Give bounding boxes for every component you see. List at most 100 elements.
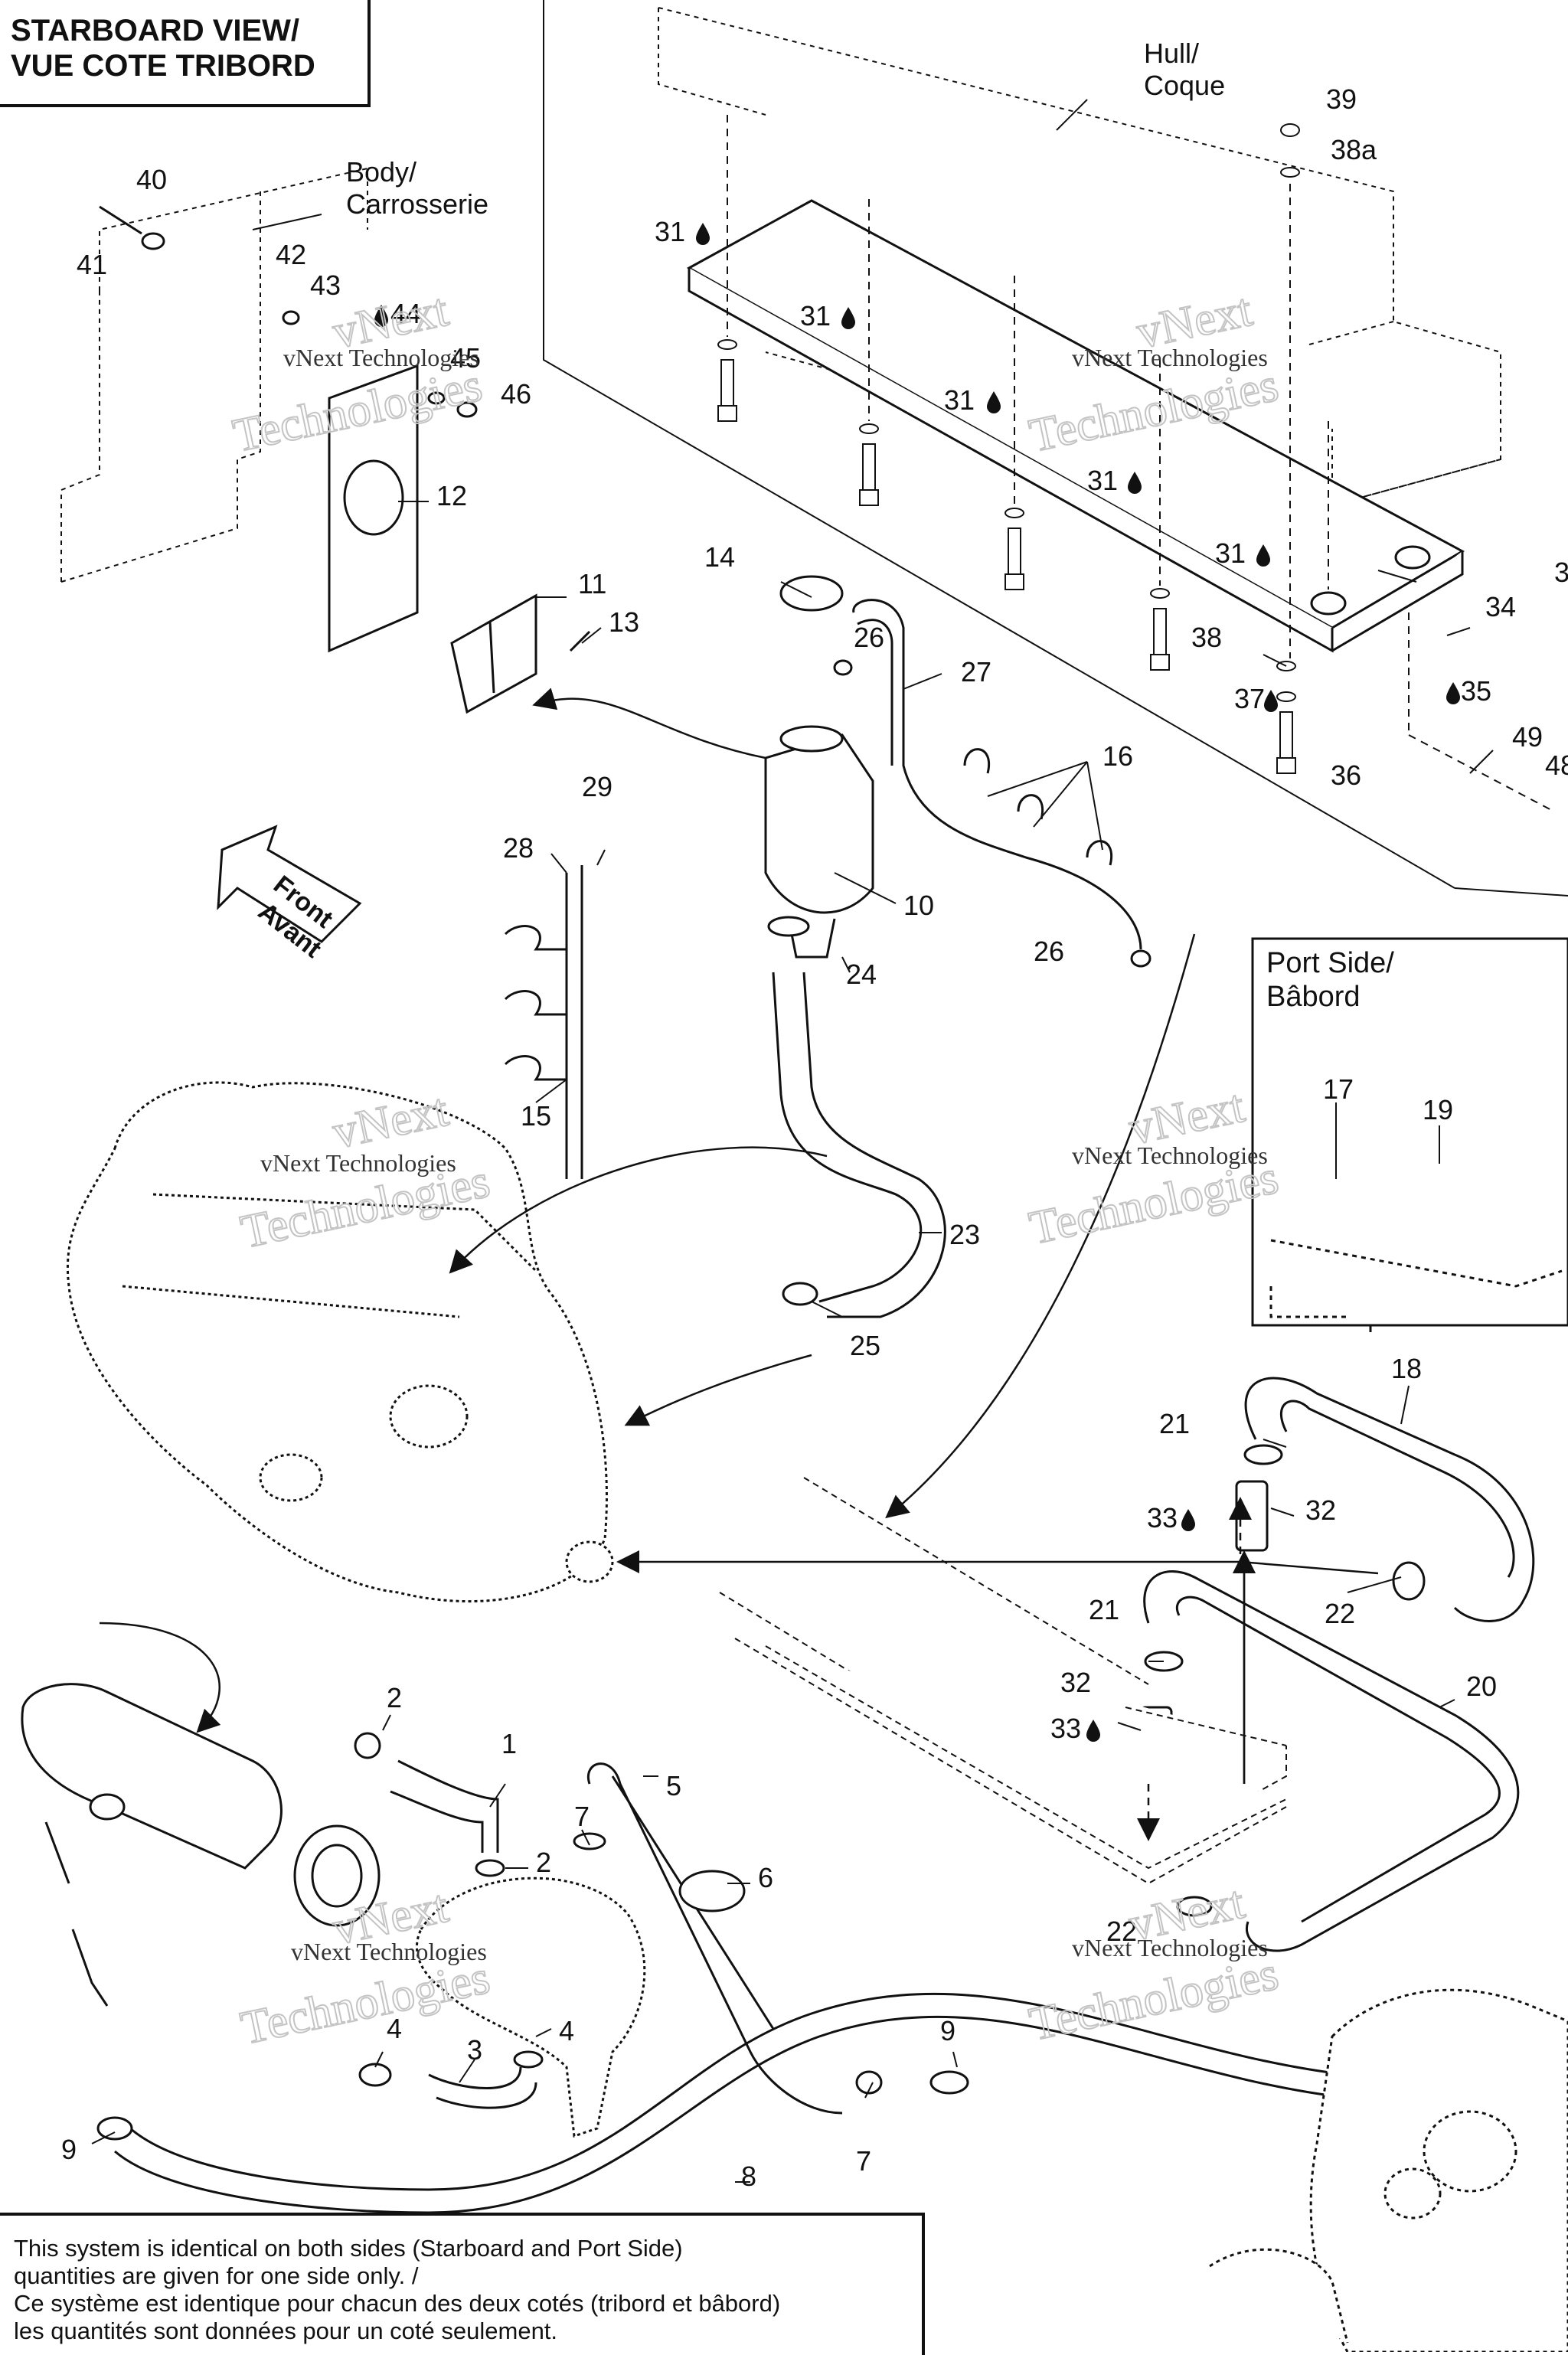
callout-31: 31 — [944, 384, 975, 416]
callout-31: 31 — [1215, 537, 1246, 569]
jet-pump — [1209, 1988, 1568, 2352]
callout-33: 33 — [1147, 1502, 1178, 1534]
callout-31: 31 — [655, 216, 685, 247]
callout-labels: 1 2 2 3 4 4 5 6 7 7 8 9 9 10 11 12 13 14… — [61, 83, 1568, 2192]
callout-19: 19 — [1423, 1094, 1453, 1125]
callout-39: 39 — [1326, 83, 1357, 115]
callout-49: 49 — [1512, 721, 1543, 753]
port-side-label-en: Port Side/ — [1266, 947, 1394, 979]
body-label-en: Body/ — [346, 156, 416, 188]
callout-28: 28 — [503, 832, 534, 864]
callout-21: 21 — [1089, 1594, 1119, 1625]
callout-2: 2 — [536, 1847, 551, 1878]
callout-13: 13 — [609, 606, 639, 638]
bracket — [450, 593, 591, 714]
front-arrow — [217, 825, 362, 943]
callout-23: 23 — [949, 1219, 980, 1250]
callout-44: 44 — [390, 298, 421, 329]
callout-40: 40 — [136, 164, 167, 195]
callout-43: 43 — [310, 269, 341, 301]
note-line-1: This system is identical on both sides (… — [14, 2235, 683, 2262]
callout-35: 35 — [1461, 675, 1491, 707]
callout-24: 24 — [846, 959, 877, 990]
callout-38a: 38a — [1331, 134, 1377, 165]
callout-12: 12 — [436, 480, 467, 511]
callout-17: 17 — [1323, 1073, 1354, 1105]
callout-41: 41 — [77, 249, 107, 280]
hull-label-fr: Coque — [1144, 70, 1225, 101]
callout-14: 14 — [704, 541, 735, 573]
hull-side-line — [543, 0, 1568, 897]
coolant-tank — [764, 575, 874, 959]
watermark-small: vNext Technologies — [1072, 344, 1268, 371]
callout-26: 26 — [1034, 936, 1064, 967]
callout-11: 11 — [578, 568, 606, 599]
callout-8: 8 — [741, 2161, 756, 2192]
view-title-line1: STARBOARD VIEW/ — [11, 14, 300, 47]
callout-4: 4 — [387, 2013, 402, 2044]
callout-36: 36 — [1331, 759, 1361, 791]
callout-38: 38 — [1191, 622, 1222, 653]
callout-22: 22 — [1106, 1916, 1137, 1947]
callout-48: 48 — [1545, 750, 1568, 781]
rail-bolts — [717, 123, 1300, 774]
port-side-inset-title: Port Side/ Bâbord — [1266, 946, 1394, 1014]
port-side-label-fr: Bâbord — [1266, 981, 1361, 1013]
callout-42: 42 — [276, 239, 306, 270]
support-rail — [686, 199, 1465, 653]
callout-31: 31 — [1087, 465, 1118, 496]
callout-45: 45 — [450, 342, 481, 374]
callout-26: 26 — [854, 622, 884, 653]
port-side-inset — [1251, 937, 1568, 1327]
callout-16: 16 — [1102, 740, 1133, 772]
callout-4: 4 — [559, 2015, 574, 2046]
callout-1: 1 — [501, 1728, 517, 1759]
watermark-small: vNext Technologies — [283, 344, 479, 371]
callout-46: 46 — [501, 378, 531, 410]
note-line-4: les quantités sont données pour un coté … — [14, 2317, 558, 2344]
watermark-large: Technologies — [237, 1952, 495, 2055]
body-fasteners — [99, 205, 478, 418]
body-label-fr: Carrosserie — [346, 188, 488, 220]
watermark-large: Technologies — [1025, 1948, 1283, 2051]
callout-29: 29 — [582, 771, 612, 802]
callout-32: 32 — [1060, 1667, 1091, 1698]
callout-7: 7 — [856, 2145, 871, 2177]
exhaust-elbow — [416, 1876, 646, 2138]
callout-32: 32 — [1305, 1494, 1336, 1526]
callout-27: 27 — [961, 656, 991, 688]
callout-7: 7 — [574, 1801, 590, 1832]
watermark-small: vNext Technologies — [260, 1149, 456, 1177]
callout-22: 22 — [1325, 1598, 1355, 1629]
callout-10: 10 — [903, 890, 934, 921]
callout-30: 3 — [1554, 557, 1568, 588]
view-title-box: STARBOARD VIEW/ VUE COTE TRIBORD — [0, 0, 371, 107]
callout-6: 6 — [758, 1862, 773, 1893]
callout-3: 3 — [467, 2034, 482, 2066]
callout-18: 18 — [1391, 1353, 1422, 1384]
body-panel-outline — [60, 167, 368, 583]
hull-label-en: Hull/ — [1144, 38, 1199, 69]
rail-bolt-guides — [727, 115, 1555, 812]
mounting-plate — [328, 364, 419, 653]
callout-33: 33 — [1050, 1713, 1081, 1744]
callout-20: 20 — [1466, 1671, 1497, 1702]
callout-37: 37 — [1234, 683, 1265, 714]
callout-9: 9 — [940, 2015, 956, 2046]
note-line-2: quantities are given for one side only. … — [14, 2262, 419, 2289]
callout-5: 5 — [666, 1770, 681, 1801]
view-title-line2: VUE COTE TRIBORD — [11, 49, 315, 83]
callout-2: 2 — [387, 1682, 402, 1713]
flow-arrows — [99, 688, 1379, 1784]
callout-25: 25 — [850, 1330, 880, 1361]
ride-plate — [719, 1477, 1287, 1885]
flow-arrows-dashed — [1137, 1497, 1252, 1841]
callout-31: 31 — [800, 300, 831, 332]
watermark-small: vNext Technologies — [1072, 1142, 1268, 1169]
exhaust-manifold — [21, 1683, 381, 2007]
callout-9: 9 — [61, 2134, 77, 2165]
note-box: This system is identical on both sides (… — [0, 2213, 925, 2355]
callout-34: 34 — [1485, 591, 1516, 622]
callout-21: 21 — [1159, 1408, 1190, 1439]
